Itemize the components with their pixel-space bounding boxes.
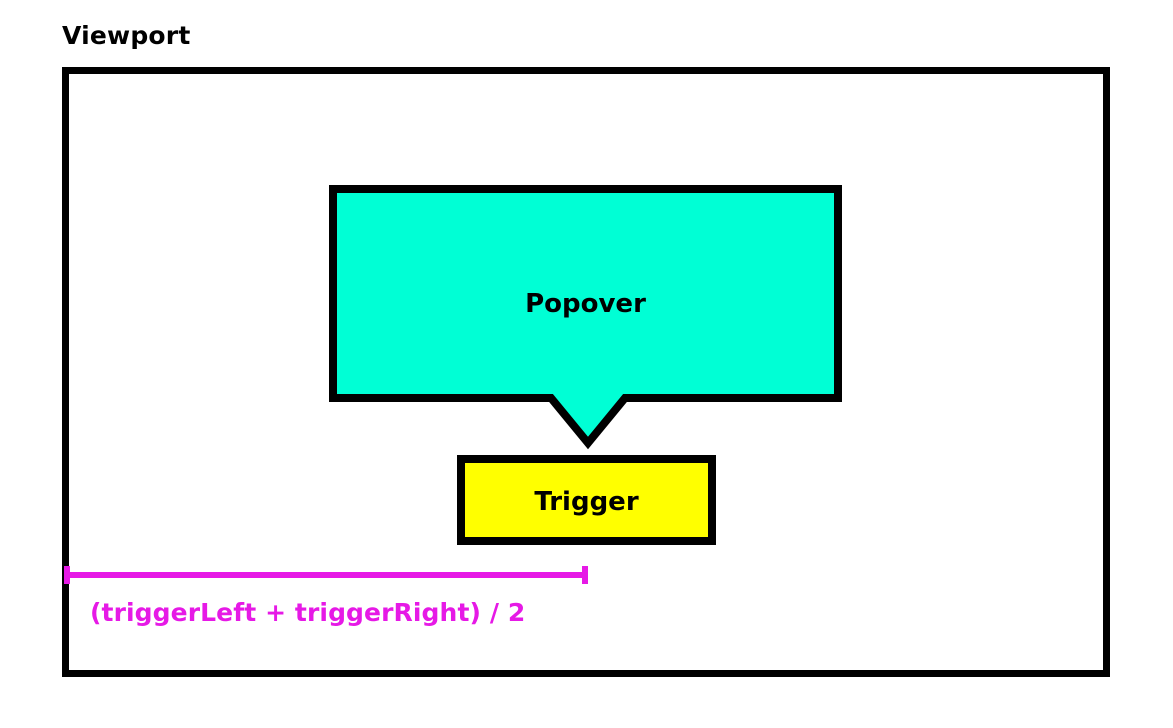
popover-callout-shape[interactable] — [329, 185, 842, 450]
popover-label: Popover — [525, 289, 646, 319]
measurement-caption: (triggerLeft + triggerRight) / 2 — [90, 598, 526, 627]
trigger-label: Trigger — [534, 487, 639, 517]
measurement-bar — [64, 566, 588, 584]
page-title: Viewport — [62, 21, 191, 50]
trigger-box-shape[interactable] — [457, 455, 716, 545]
